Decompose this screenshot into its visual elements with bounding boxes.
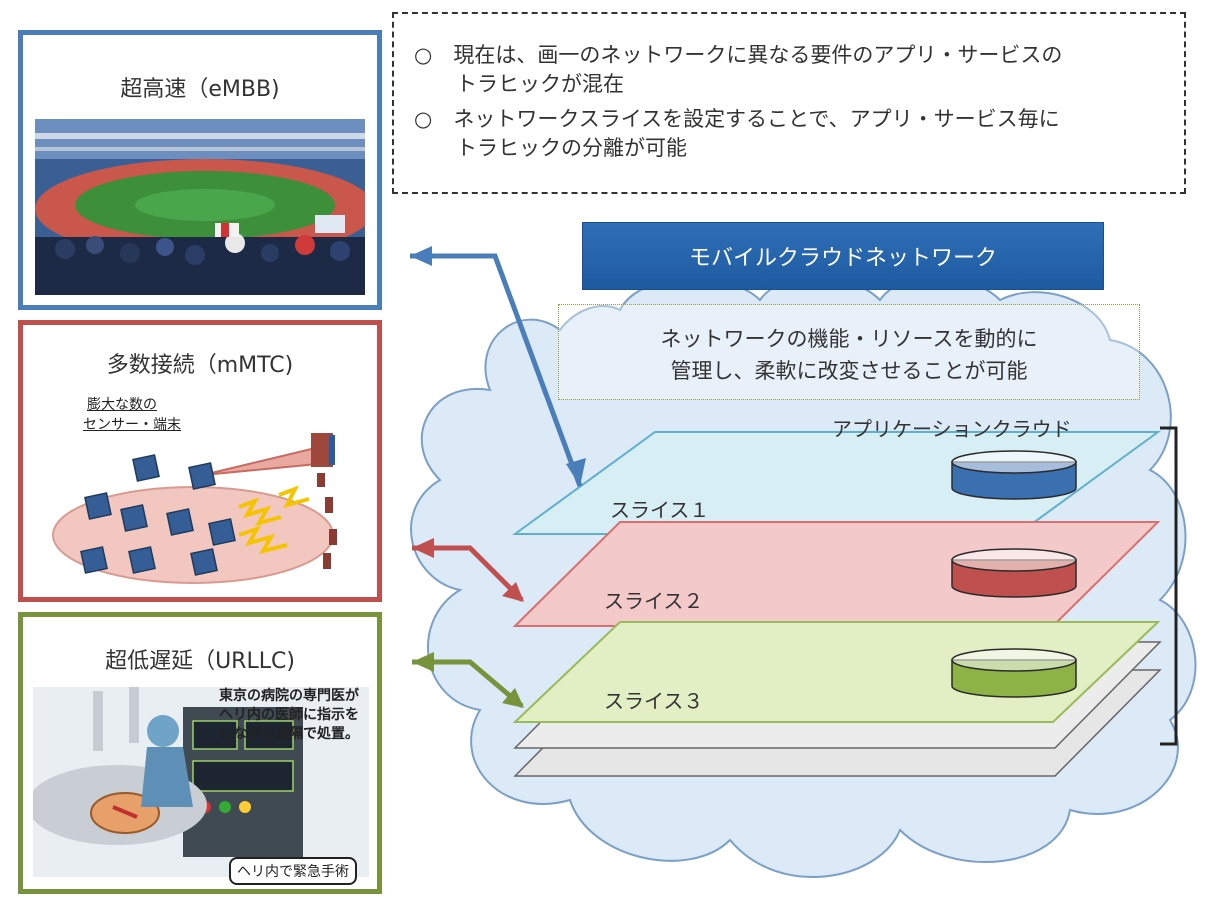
- mmtc-title: 多数接続（mMTC): [106, 353, 294, 378]
- database-icon: [951, 450, 1077, 500]
- app-cloud-label: アプリケーションクラウド: [832, 417, 1072, 441]
- mobile-cloud-network-title: モバイルクラウドネットワーク: [582, 222, 1104, 290]
- slices-group: スライス１ スライス２ スライス３: [511, 431, 1162, 723]
- slice-3-label: スライス３: [604, 689, 703, 713]
- note-line-4: トラヒックの分離が可能: [456, 136, 687, 160]
- note-line-2: トラヒックが混在: [456, 72, 624, 96]
- callout-line-1: 東京の病院の専門医が: [219, 688, 359, 704]
- embb-title: 超高速（eMBB): [120, 77, 280, 102]
- sensor-label-2: センサー・端末: [83, 417, 181, 433]
- notes-box: ○ 現在は、画一のネットワークに異なる要件のアプリ・サービスの トラヒックが混在…: [392, 12, 1186, 194]
- database-icon: [951, 548, 1077, 598]
- embb-panel: 超高速（eMBB): [18, 30, 382, 310]
- arrow-urllc: [412, 652, 524, 708]
- callout-line-2: ヘリ内の医師に指示を: [219, 707, 359, 723]
- mmtc-panel: 多数接続（mMTC) 膨大な数の センサー・端末: [18, 320, 382, 602]
- management-line-1: ネットワークの機能・リソースを動的に: [660, 327, 1038, 351]
- urllc-title: 超低遅延（URLLC): [105, 649, 295, 674]
- database-icon: [951, 648, 1077, 698]
- management-box: ネットワークの機能・リソースを動的に 管理し、柔軟に改変させることが可能: [558, 304, 1140, 400]
- slice-1-label: スライス１: [610, 498, 709, 522]
- bracket: [1160, 426, 1178, 746]
- emergency-surgery-badge: ヘリ内で緊急手術: [229, 857, 357, 885]
- management-line-2: 管理し、柔軟に改変させることが可能: [670, 359, 1028, 383]
- iot-illustration: [52, 433, 337, 584]
- arrow-mmtc: [412, 538, 524, 602]
- sensor-label-1: 膨大な数の: [87, 397, 157, 413]
- slice-2-label: スライス２: [604, 589, 703, 613]
- note-line-1: ○ 現在は、画一のネットワークに異なる要件のアプリ・サービスの: [414, 43, 1063, 67]
- note-line-3: ○ ネットワークスライスを設定することで、アプリ・サービス毎に: [414, 107, 1060, 131]
- arrow-embb: [410, 246, 586, 487]
- callout-line-3: しながら遠隔で処置。: [219, 726, 359, 742]
- urllc-panel: 超低遅延（URLLC) 東京の病院の専門医が ヘリ内の医師に指示を しながら遠隔…: [18, 612, 382, 894]
- stadium-image: [35, 119, 365, 295]
- surgery-illustration: [33, 687, 369, 877]
